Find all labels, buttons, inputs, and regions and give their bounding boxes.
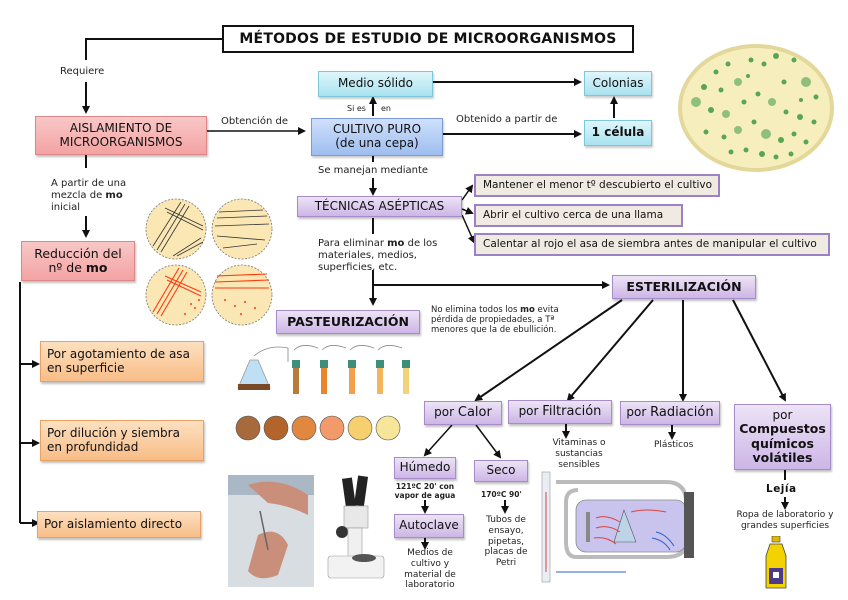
node-tecnicas-asepticas[interactable]: TÉCNICAS ASÉPTICAS bbox=[297, 196, 462, 217]
por-radiacion-b: Radiación bbox=[650, 404, 714, 420]
node-aislamiento[interactable]: AISLAMIENTO DE MICROORGANISMOS bbox=[35, 116, 207, 155]
label-autoclave-use: Medios de cultivo y material de laborato… bbox=[404, 548, 456, 591]
streak-plates-image bbox=[145, 198, 273, 326]
label-seco-use: Tubos de ensayo, pipetas, placas de Petr… bbox=[484, 515, 528, 569]
label-para-eliminar: Para eliminar mo de los materiales, medi… bbox=[318, 238, 458, 274]
label-lejia-use: Ropa de laboratorio y grandes superficie… bbox=[736, 510, 834, 531]
por-filtracion-b: Filtración bbox=[542, 403, 602, 419]
por-calor-b: Calor bbox=[457, 404, 492, 420]
por-filtracion-a: por bbox=[518, 404, 539, 419]
label-en: en bbox=[381, 104, 391, 113]
reduccion-line2a: nº de bbox=[48, 260, 86, 275]
node-por-radiacion[interactable]: por Radiación bbox=[620, 401, 720, 425]
node-por-compuestos[interactable]: por Compuestos químicos volátiles bbox=[734, 404, 831, 470]
label-plasticos: Plásticos bbox=[654, 440, 694, 450]
page-title: MÉTODOS DE ESTUDIO DE MICROORGANISMOS bbox=[222, 25, 634, 53]
pasteur-note-a: No elimina todos los bbox=[431, 305, 521, 315]
asepsis-rule-2[interactable]: Abrir el cultivo cerca de una llama bbox=[474, 204, 683, 227]
pasteur-note-b: mo bbox=[520, 305, 535, 315]
label-obtencion-de: Obtención de bbox=[221, 116, 289, 127]
label-seco-cond: 170ºC 90' bbox=[481, 490, 522, 499]
label-pasteur-note: No elimina todos los mo evita pérdida de… bbox=[431, 305, 571, 336]
label-requiere: Requiere bbox=[60, 66, 105, 77]
method-agotamiento[interactable]: Por agotamiento de asa en superficie bbox=[40, 341, 204, 382]
serial-dilution-image bbox=[235, 345, 410, 441]
label-obtenido-a-partir-de: Obtenido a partir de bbox=[456, 114, 558, 125]
label-lejia: Lejía bbox=[766, 483, 797, 495]
node-pasteurizacion[interactable]: PASTEURIZACIÓN bbox=[276, 310, 420, 334]
cultivo-puro-line1: CULTIVO PURO bbox=[332, 122, 422, 137]
por-radiacion-a: por bbox=[626, 405, 647, 420]
node-cultivo-puro[interactable]: CULTIVO PURO (de una cepa) bbox=[311, 118, 443, 156]
reduccion-line1: Reducción del bbox=[34, 245, 122, 261]
reduccion-line2b: mo bbox=[85, 260, 108, 275]
node-humedo[interactable]: Húmedo bbox=[394, 457, 456, 479]
a-partir-line3: inicial bbox=[51, 202, 81, 213]
method-dilucion[interactable]: Por dilución y siembra en profundidad bbox=[40, 420, 204, 461]
lab-photo-image bbox=[228, 475, 314, 587]
petri-dish-colonies-image bbox=[678, 44, 834, 172]
node-colonias[interactable]: Colonias bbox=[584, 71, 652, 96]
node-seco[interactable]: Seco bbox=[474, 460, 528, 482]
asepsis-rule-3[interactable]: Calentar al rojo el asa de siembra antes… bbox=[474, 233, 830, 256]
bleach-bottle-icon bbox=[765, 536, 787, 589]
label-vitaminas: Vitaminas o sustancias sensibles bbox=[552, 438, 606, 470]
label-a-partir-de: A partir de una mezcla de mo inicial bbox=[51, 178, 131, 214]
para-eliminar-text-a: Para eliminar bbox=[318, 238, 388, 249]
node-esterilizacion[interactable]: ESTERILIZACIÓN bbox=[612, 275, 756, 299]
node-medio-solido[interactable]: Medio sólido bbox=[318, 71, 433, 97]
node-por-calor[interactable]: por Calor bbox=[424, 401, 502, 425]
node-reduccion[interactable]: Reducción del nº de mo bbox=[21, 241, 135, 281]
a-partir-line2: mezcla de mo bbox=[51, 190, 131, 202]
por-compuestos-a: por bbox=[772, 407, 793, 422]
autoclave-diagram-image bbox=[541, 471, 694, 583]
para-eliminar-text-b: mo bbox=[387, 238, 405, 249]
cultivo-puro-line2: (de una cepa) bbox=[335, 136, 419, 150]
label-si-es: Si es bbox=[347, 104, 366, 113]
a-partir-line1: A partir de una bbox=[51, 178, 127, 189]
node-autoclave[interactable]: Autoclave bbox=[394, 514, 464, 538]
microscope-image bbox=[327, 475, 385, 579]
label-humedo-cond: 121ºC 20' con vapor de agua bbox=[394, 482, 456, 500]
asepsis-rule-1[interactable]: Mantener el menor tº descubierto el cult… bbox=[474, 174, 720, 197]
a-partir-line2a: mezcla de bbox=[51, 190, 106, 201]
reduccion-line2: nº de mo bbox=[48, 260, 108, 275]
pasteur-note-c: evita pérdida de propiedades, a Tª menor… bbox=[431, 305, 559, 336]
para-eliminar-text-c: de los materiales, medios, superficies, … bbox=[318, 238, 438, 273]
a-partir-line2b: mo bbox=[105, 190, 123, 201]
por-calor-a: por bbox=[434, 405, 455, 420]
node-una-celula[interactable]: 1 célula bbox=[584, 120, 652, 146]
node-por-filtracion[interactable]: por Filtración bbox=[508, 400, 612, 424]
method-aislamiento-directo[interactable]: Por aislamiento directo bbox=[37, 511, 201, 538]
por-compuestos-b: Compuestos químicos volátiles bbox=[739, 421, 826, 466]
label-se-manejan-mediante: Se manejan mediante bbox=[318, 165, 429, 176]
